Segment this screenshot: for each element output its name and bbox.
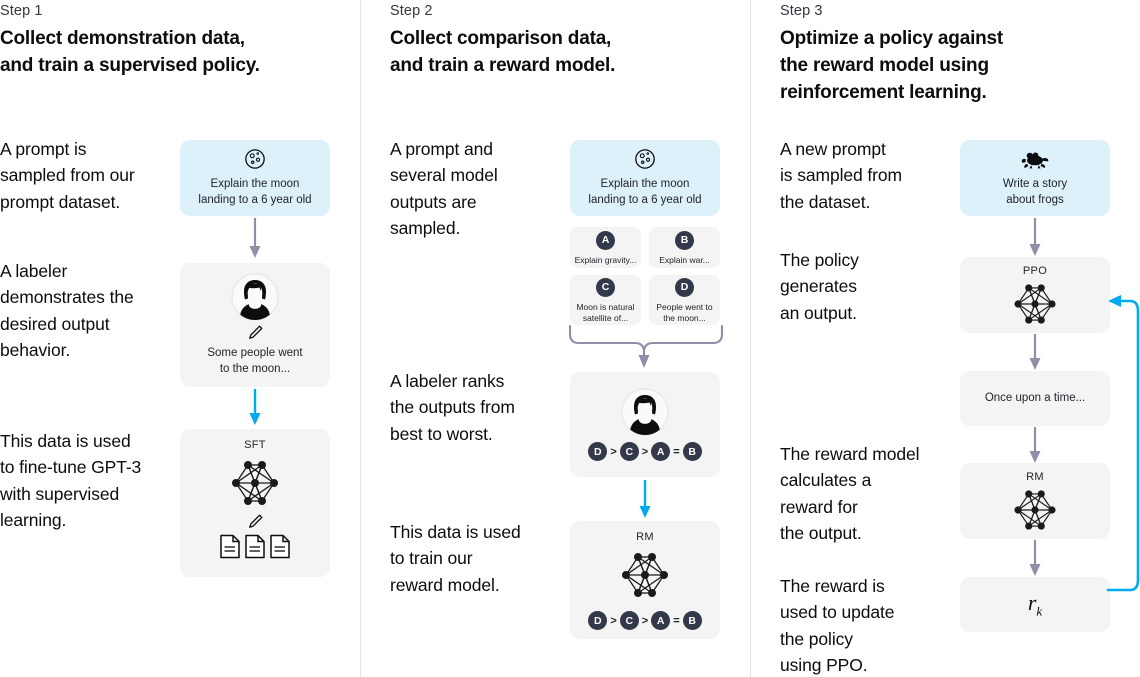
rank-op-3: = xyxy=(673,445,680,458)
rank-badge-d: D xyxy=(588,442,608,461)
column-step-1: Step 1 Collect demonstration data, and t… xyxy=(0,0,360,677)
option-card-d[interactable]: D People went to the moon... xyxy=(649,275,720,325)
pencil-icon xyxy=(247,324,264,341)
sft-card-caption: SFT xyxy=(244,439,266,451)
prompt-card-2[interactable]: Explain the moon landing to a 6 year old xyxy=(570,140,720,216)
option-badge-c: C xyxy=(596,277,615,297)
step-label-2: Step 2 xyxy=(390,3,433,19)
rank-badge-c: C xyxy=(619,442,639,461)
paragraph-3-1: A new prompt is sampled from the dataset… xyxy=(780,139,903,212)
rank-op-1: > xyxy=(610,445,617,458)
option-card-b[interactable]: B Explain war... xyxy=(649,227,720,268)
paragraph-3-4: The reward is used to update the policy … xyxy=(780,576,895,675)
rm-card-3[interactable]: RM xyxy=(960,463,1110,539)
labeler-card-1-text: Some people went to the moon... xyxy=(207,346,303,375)
option-text-d: People went to the moon... xyxy=(656,301,713,323)
neural-network-icon xyxy=(614,547,676,603)
option-text-a: Explain gravity... xyxy=(574,254,637,265)
rm-card-2-caption: RM xyxy=(636,531,654,543)
reward-value-card[interactable]: rk xyxy=(960,577,1110,632)
frog-icon xyxy=(1020,148,1050,170)
paragraph-1-3: This data is used to fine-tune GPT-3 wit… xyxy=(0,431,142,530)
neural-network-icon xyxy=(1007,279,1063,329)
prompt-card-1-text: Explain the moon landing to a 6 year old xyxy=(198,177,312,206)
rm-card-2[interactable]: RM xyxy=(570,521,720,639)
neural-network-icon xyxy=(1007,485,1063,535)
rank-badge-b: B xyxy=(682,442,702,461)
option-text-b: Explain war... xyxy=(659,254,710,265)
ranking-card[interactable]: D > C > A = B xyxy=(570,372,720,477)
paragraph-1-1: A prompt is sampled from our prompt data… xyxy=(0,139,135,212)
document-icon xyxy=(269,534,291,559)
arrow-gray-3-2 xyxy=(1028,334,1042,372)
rm-rank-badge-a: A xyxy=(651,611,671,630)
rm-rank-op-2: > xyxy=(641,614,649,627)
arrow-blue-2-1 xyxy=(638,480,652,520)
document-icon xyxy=(244,534,266,559)
option-badge-d: D xyxy=(675,277,694,297)
option-card-c[interactable]: C Moon is natural satellite of... xyxy=(570,275,641,325)
moon-icon xyxy=(244,148,266,170)
paragraph-3-2: The policy generates an output. xyxy=(780,250,859,323)
paragraph-2-3: This data is used to train our reward mo… xyxy=(390,522,521,595)
rm-rank-badge-c: C xyxy=(619,611,639,630)
reward-symbol: rk xyxy=(1027,589,1043,619)
person-icon xyxy=(231,273,279,321)
ppo-card-caption: PPO xyxy=(1022,265,1048,277)
merge-bracket-arrow xyxy=(566,324,726,370)
step-label-1: Step 1 xyxy=(0,3,43,19)
neural-network-icon xyxy=(224,455,286,511)
rm-rank-op-3: = xyxy=(673,614,680,627)
labeler-card-1[interactable]: Some people went to the moon... xyxy=(180,263,330,387)
arrow-gray-3-1 xyxy=(1028,218,1042,258)
rm-rank-op-1: > xyxy=(610,614,617,627)
prompt-card-3[interactable]: Write a story about frogs xyxy=(960,140,1110,216)
paragraph-2-1: A prompt and several model outputs are s… xyxy=(390,139,498,238)
sft-card[interactable]: SFT xyxy=(180,429,330,577)
step-title-2: Collect comparison data, and train a rew… xyxy=(390,28,616,76)
option-text-c: Moon is natural satellite of... xyxy=(576,301,635,323)
arrow-blue-1-1 xyxy=(248,389,262,427)
ppo-card[interactable]: PPO xyxy=(960,257,1110,333)
moon-icon xyxy=(634,148,656,170)
rank-op-2: > xyxy=(641,445,649,458)
option-card-a[interactable]: A Explain gravity... xyxy=(570,227,641,268)
step-title-3: Optimize a policy against the reward mod… xyxy=(780,28,1004,103)
paragraph-3-3: The reward model calculates a reward for… xyxy=(780,444,920,543)
paragraph-1-2: A labeler demonstrates the desired outpu… xyxy=(0,261,134,360)
column-step-3: Step 3 Optimize a policy against the rew… xyxy=(770,0,1140,677)
rm-rank-badge-d: D xyxy=(588,611,608,630)
person-icon xyxy=(621,388,669,436)
step-label-3: Step 3 xyxy=(780,3,823,19)
rm-card-3-caption: RM xyxy=(1026,471,1044,483)
output-card-text: Once upon a time... xyxy=(984,392,1086,405)
option-badge-a: A xyxy=(596,230,615,250)
output-card[interactable]: Once upon a time... xyxy=(960,371,1110,426)
option-badge-b: B xyxy=(675,230,694,250)
prompt-card-2-text: Explain the moon landing to a 6 year old xyxy=(588,177,702,206)
pencil-icon xyxy=(247,513,264,530)
arrow-gray-1-1 xyxy=(248,218,262,260)
arrow-gray-3-4 xyxy=(1028,540,1042,578)
prompt-card-1[interactable]: Explain the moon landing to a 6 year old xyxy=(180,140,330,216)
ranking-row: D > C > A = B xyxy=(588,442,702,461)
document-icon xyxy=(219,534,241,559)
column-divider-2 xyxy=(750,0,751,677)
rm-rank-badge-b: B xyxy=(682,611,702,630)
arrow-gray-3-3 xyxy=(1028,427,1042,465)
column-divider-1 xyxy=(360,0,361,677)
rm-ranking-row: D > C > A = B xyxy=(588,611,702,630)
paragraph-2-2: A labeler ranks the outputs from best to… xyxy=(390,371,515,444)
document-icon-group xyxy=(219,534,291,559)
prompt-card-3-text: Write a story about frogs xyxy=(1002,177,1068,206)
column-step-2: Step 2 Collect comparison data, and trai… xyxy=(380,0,750,677)
step-title-1: Collect demonstration data, and train a … xyxy=(0,28,260,76)
rank-badge-a: A xyxy=(651,442,671,461)
